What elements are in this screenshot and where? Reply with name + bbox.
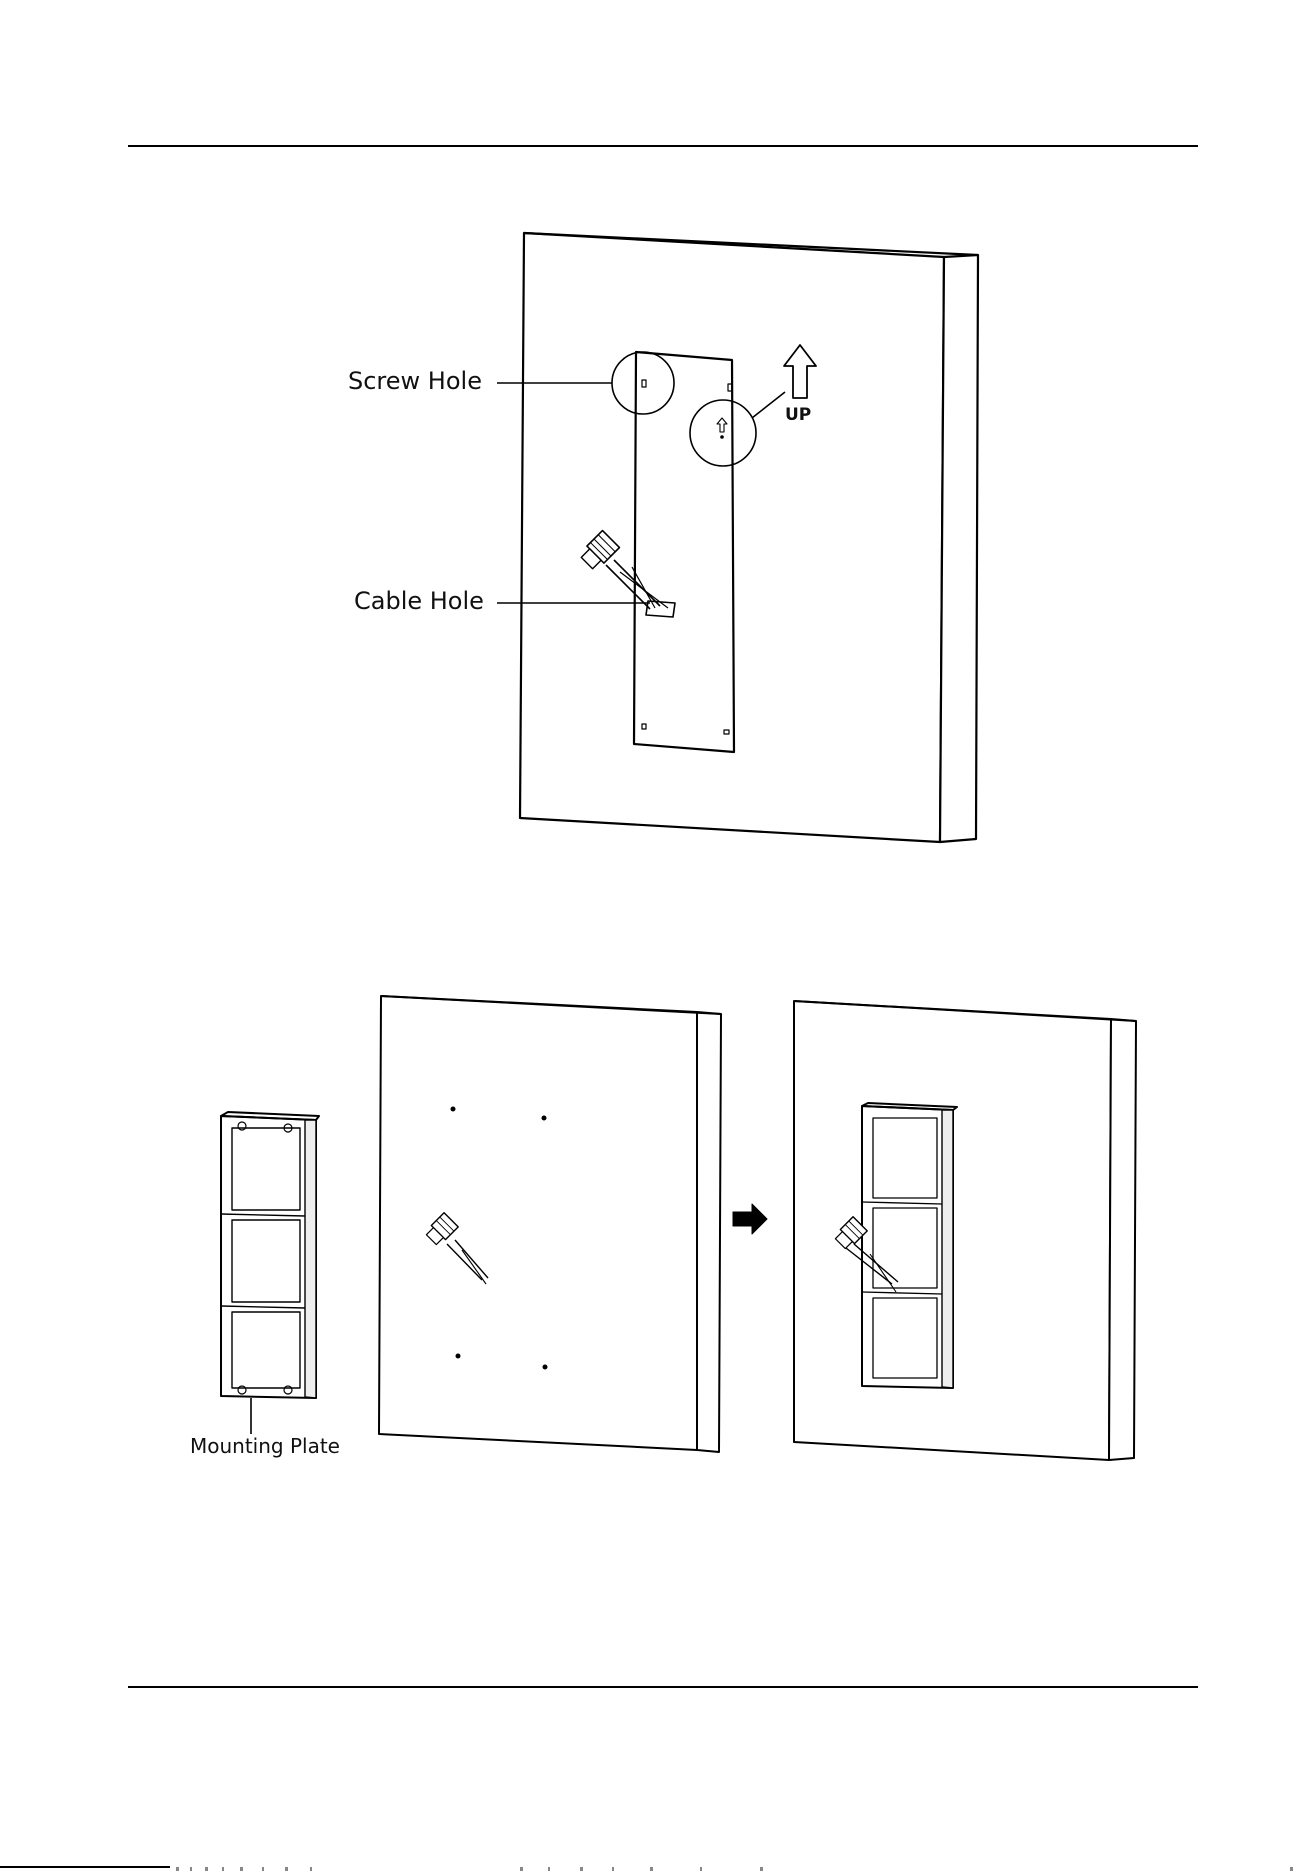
wall-front-2	[379, 996, 697, 1450]
right-arrow-icon	[733, 1204, 767, 1234]
bottom-edge-artifact	[0, 1866, 1313, 1873]
mounting-plate-installed	[862, 1103, 957, 1388]
mounting-plate	[221, 1112, 319, 1398]
mounting-plate-label: Mounting Plate	[190, 1434, 340, 1458]
